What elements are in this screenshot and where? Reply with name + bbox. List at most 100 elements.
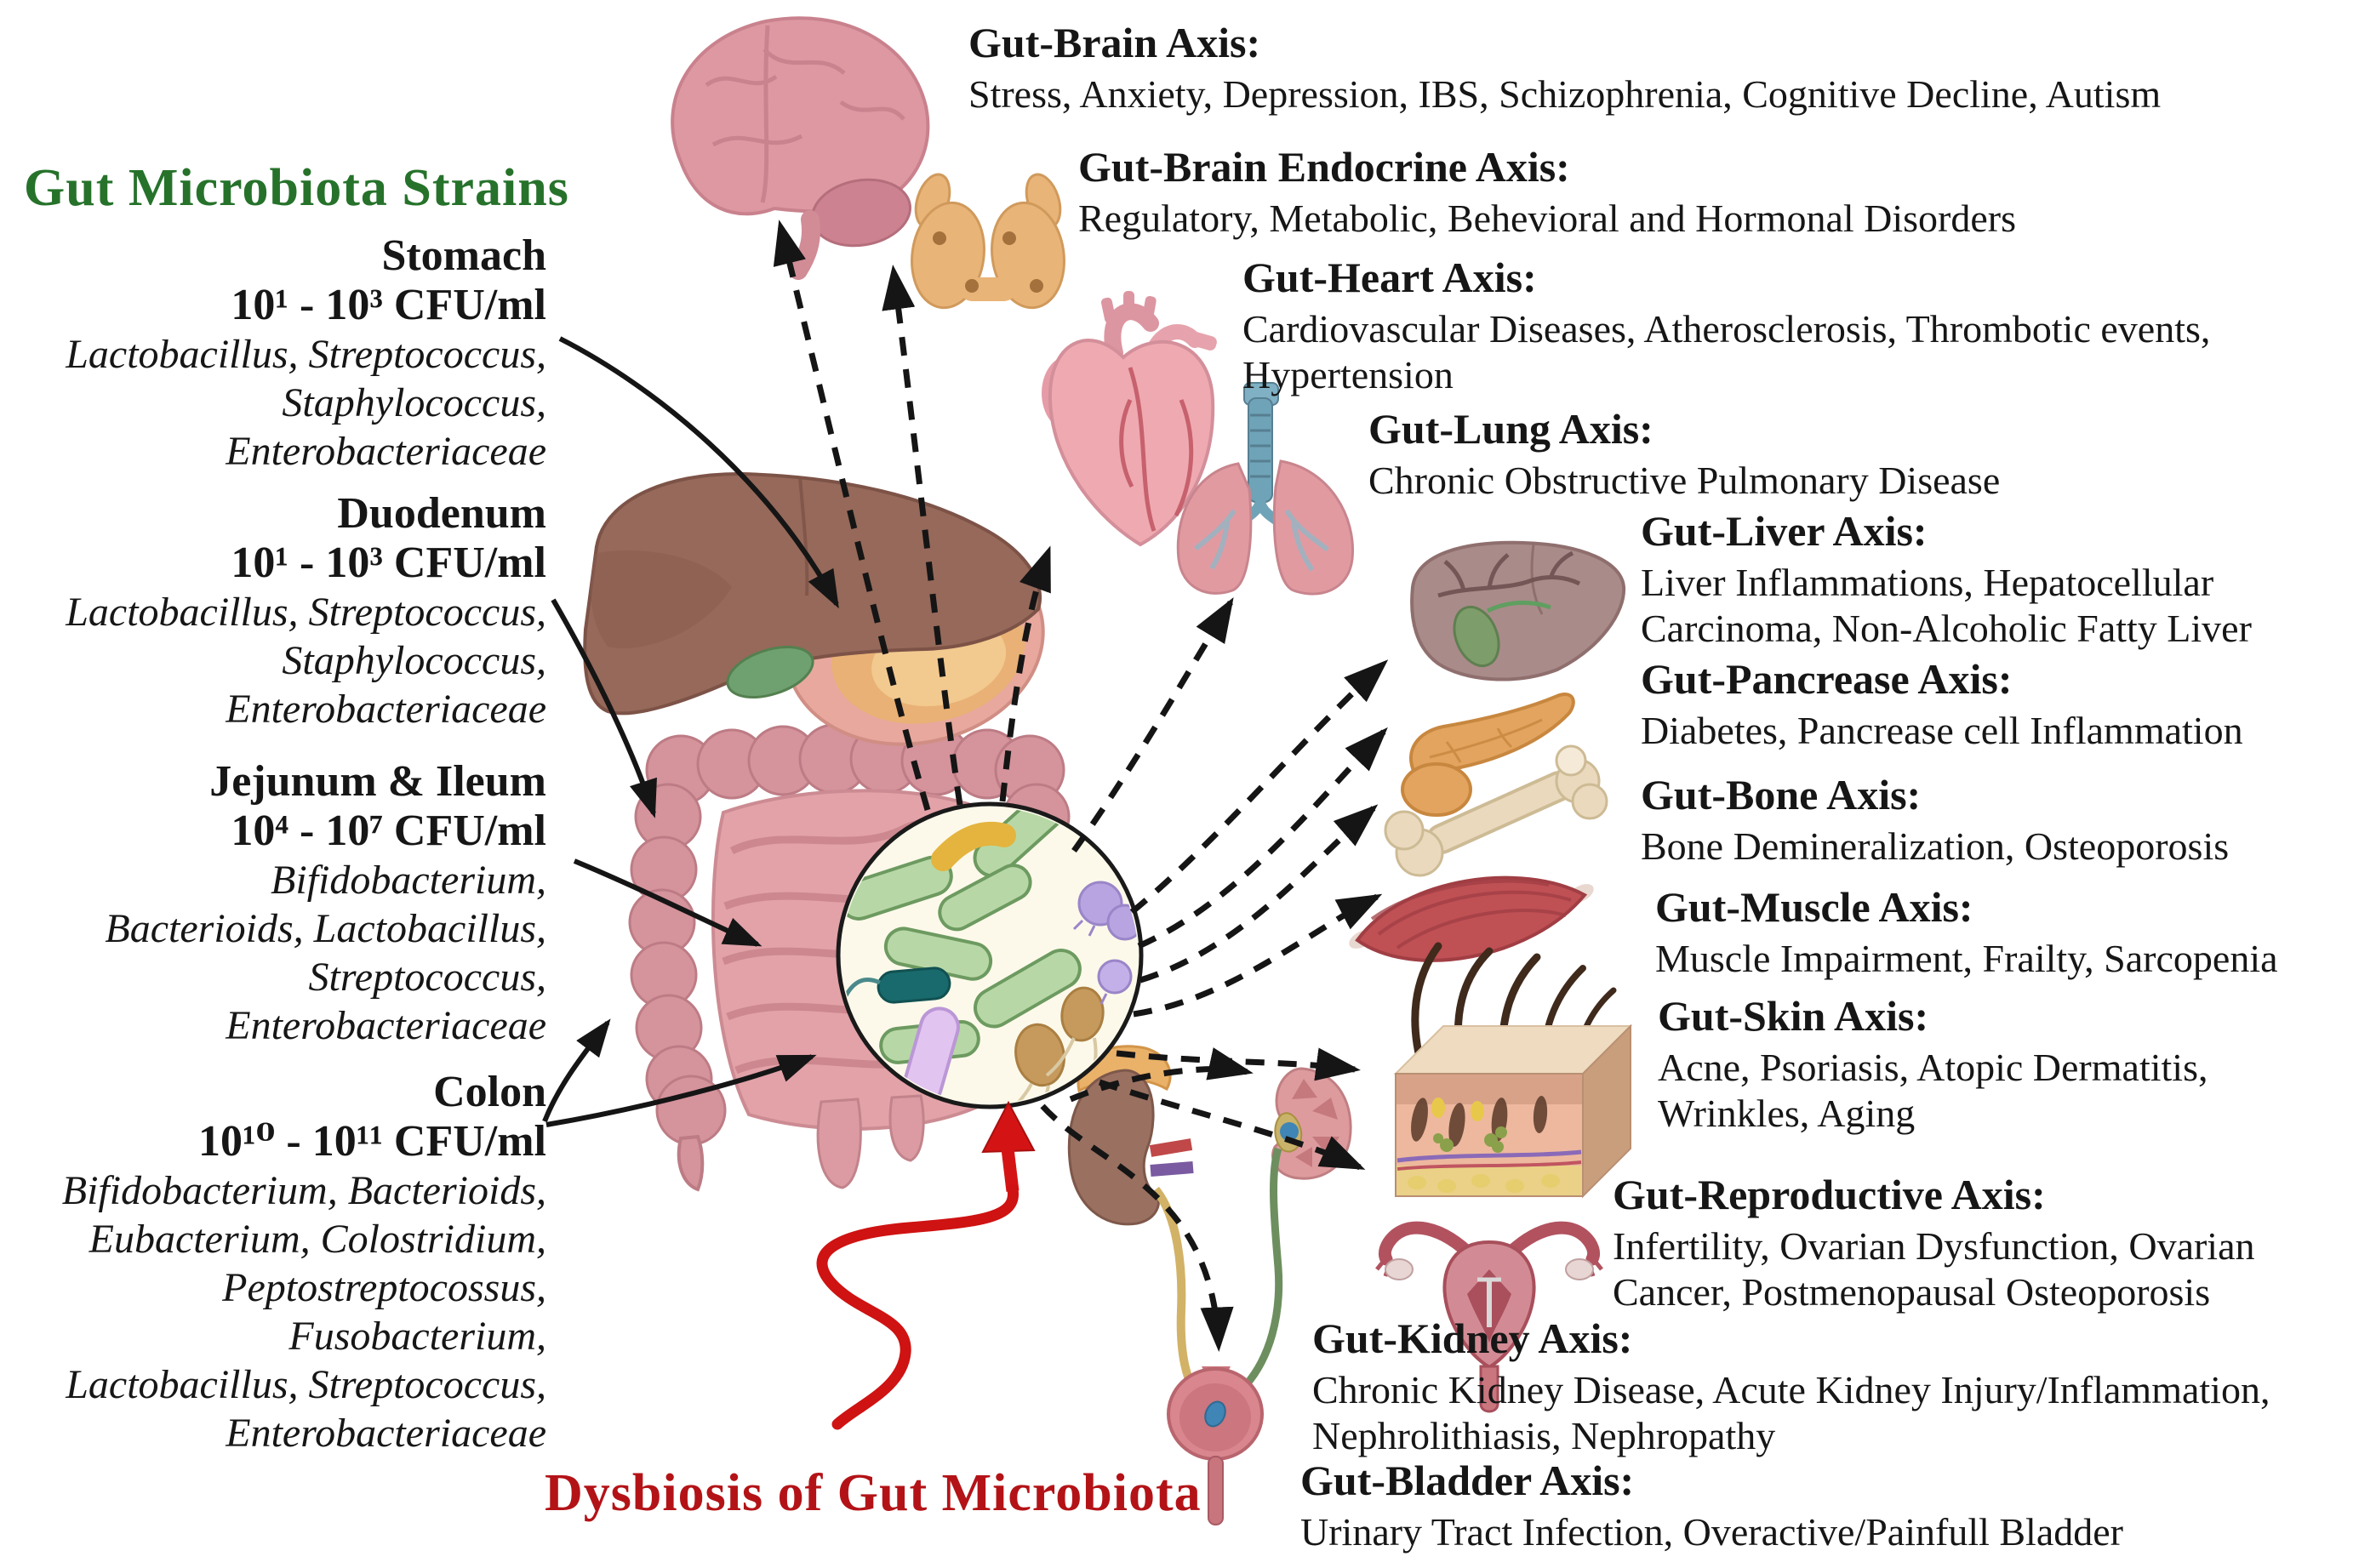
axis-desc-line: Liver Inflammations, Hepatocellular: [1641, 561, 2214, 604]
axis-title: Gut-Bone Axis:: [1641, 771, 1922, 818]
skin-icon: [1393, 942, 1633, 1199]
strain-name: Duodenum: [337, 489, 546, 538]
axis-desc-line: Stress, Anxiety, Depression, IBS, Schizo…: [968, 72, 2162, 116]
strain-block-stomach: Stomach 10¹ - 10³ CFU/ml Lactobacillus, …: [66, 231, 546, 476]
bacteria-icons: [842, 807, 1138, 1103]
strain-cfu: 10¹ - 10³ CFU/ml: [231, 281, 546, 329]
thyroid-icon: [911, 173, 1065, 310]
duodenum-pointer-arrow: [551, 598, 657, 818]
muscle-icon: [1349, 875, 1594, 962]
bladder-icon: [1167, 1366, 1264, 1525]
axis-title: Gut-Heart Axis:: [1242, 254, 1537, 301]
strain-species-line: Enterobacteriaceae: [226, 687, 546, 732]
strain-block-jejunum-ileum: Jejunum & Ileum 10⁴ - 10⁷ CFU/ml Bifidob…: [105, 757, 546, 1050]
strain-species-line: Lactobacillus, Streptococcus,: [66, 590, 546, 635]
strain-species-line: Staphylococcus,: [282, 638, 546, 683]
arrow-to-thyroid: [882, 265, 963, 806]
axis-desc-line: Nephrolithiasis, Nephropathy: [1312, 1414, 1776, 1457]
axis-desc-line: Wrinkles, Aging: [1658, 1092, 1916, 1135]
axis-desc-line: Urinary Tract Infection, Overactive/Pain…: [1300, 1510, 2123, 1554]
axis-title: Gut-Lung Axis:: [1368, 405, 1653, 453]
axis-title: Gut-Reproductive Axis:: [1613, 1171, 2046, 1218]
axis-title: Gut-Bladder Axis:: [1300, 1457, 1635, 1504]
red-dysbiosis-arrow: [816, 1100, 1036, 1430]
axis-desc-line: Bone Demineralization, Osteoporosis: [1641, 824, 2230, 868]
strain-name: Stomach: [381, 231, 546, 280]
liver-icon: [1410, 540, 1626, 681]
axis-block-gut-liver: Gut-Liver Axis: Liver Inflammations, Hep…: [1641, 507, 2252, 652]
bone-icon: [1384, 744, 1608, 877]
arrow-to-muscle: [1133, 893, 1383, 1018]
strain-name: Jejunum & Ileum: [209, 757, 546, 806]
heart-icon: [1042, 291, 1217, 547]
strain-species-line: Peptostreptocossus,: [222, 1265, 546, 1310]
brain-icon: [671, 16, 930, 280]
axis-desc-line: Chronic Obstructive Pulmonary Disease: [1368, 459, 2001, 502]
axis-desc-line: Hypertension: [1242, 353, 1454, 396]
strain-name: Colon: [433, 1068, 546, 1116]
dysbiosis-label: Dysbiosis of Gut Microbiota: [545, 1464, 1202, 1522]
gallbladder-icon: [726, 646, 814, 698]
axis-block-gut-bone: Gut-Bone Axis: Bone Demineralization, Os…: [1641, 771, 2229, 870]
strain-cfu: 10¹ - 10³ CFU/ml: [231, 539, 546, 587]
axis-block-gut-pancrease: Gut-Pancrease Axis: Diabetes, Pancrease …: [1641, 655, 2243, 754]
arrow-to-heart: [999, 545, 1052, 802]
strain-cfu: 10¹⁰ - 10¹¹ CFU/ml: [198, 1117, 546, 1166]
axis-block-gut-brain-endocrine: Gut-Brain Endocrine Axis: Regulatory, Me…: [1078, 143, 2016, 242]
arrow-to-kidney: [1069, 1047, 1254, 1103]
colon-pointer-arrow-1: [542, 1018, 611, 1123]
axis-desc-line: Cardiovascular Diseases, Atherosclerosis…: [1242, 307, 2211, 351]
dashed-axis-arrows: [773, 220, 1389, 1352]
strain-species-line: Enterobacteriaceae: [226, 1003, 546, 1048]
yellow-bacterium-icon: [931, 821, 1016, 871]
axis-block-gut-brain: Gut-Brain Axis: Stress, Anxiety, Depress…: [968, 19, 2161, 117]
arrow-to-liver: [1129, 659, 1389, 915]
gut-microbiota-magnifier-icon: [836, 801, 1144, 1109]
strain-species-line: Enterobacteriaceae: [226, 1411, 546, 1456]
jejunum-pointer-arrow: [573, 858, 762, 947]
axis-block-gut-bladder: Gut-Bladder Axis: Urinary Tract Infectio…: [1300, 1457, 2123, 1555]
arrow-to-lungs: [1071, 597, 1234, 853]
arrow-to-pancreas: [1137, 727, 1388, 949]
lavender-bacterium-icon: [902, 1006, 960, 1103]
axis-title: Gut-Skin Axis:: [1658, 992, 1929, 1040]
axis-desc-line: Muscle Impairment, Frailty, Sarcopenia: [1655, 937, 2278, 980]
axis-desc-line: Chronic Kidney Disease, Acute Kidney Inj…: [1312, 1368, 2270, 1411]
stomach-pointer-arrow: [558, 336, 839, 609]
strain-species-line: Fusobacterium,: [288, 1314, 546, 1359]
ureter-icon: [1242, 1147, 1283, 1388]
colon-pointer-arrow-2: [545, 1054, 817, 1127]
strain-species-line: Streptococcus,: [308, 955, 546, 1000]
axis-title: Gut-Pancrease Axis:: [1641, 655, 2013, 703]
gallbladder-icon: [1453, 605, 1500, 668]
arrow-to-skin: [1116, 1047, 1361, 1081]
axis-title: Gut-Brain Endocrine Axis:: [1078, 143, 1570, 191]
axis-desc-line: Carcinoma, Non-Alcoholic Fatty Liver: [1641, 607, 2252, 650]
lungs-icon: [1176, 382, 1355, 596]
pancreas-icon: [1401, 693, 1575, 817]
arrow-to-bladder: [1040, 1103, 1234, 1352]
strain-species-line: Bifidobacterium, Bacterioids,: [61, 1168, 546, 1213]
axis-desc-line: Cancer, Postmenopausal Osteoporosis: [1613, 1270, 2211, 1314]
axis-desc-line: Infertility, Ovarian Dysfunction, Ovaria…: [1613, 1224, 2255, 1268]
strain-species-line: Staphylococcus,: [282, 380, 546, 425]
strain-species-line: Lactobacillus, Streptococcus,: [66, 1362, 546, 1407]
strain-species-line: Eubacterium, Colostridium,: [89, 1217, 546, 1262]
strain-species-line: Bifidobacterium,: [271, 858, 546, 903]
page-title: Gut Microbiota Strains: [24, 159, 569, 217]
strain-block-duodenum: Duodenum 10¹ - 10³ CFU/ml Lactobacillus,…: [66, 489, 546, 733]
axis-block-gut-skin: Gut-Skin Axis: Acne, Psoriasis, Atopic D…: [1658, 992, 2208, 1137]
strain-species-line: Enterobacteriaceae: [226, 429, 546, 474]
axis-title: Gut-Liver Axis:: [1641, 507, 1928, 555]
label-pointer-arrows: [542, 336, 839, 1127]
axis-title: Gut-Brain Axis:: [968, 19, 1261, 66]
strain-species-line: Bacterioids, Lactobacillus,: [105, 906, 546, 951]
reproductive-system-icon: [1375, 1221, 1603, 1413]
strain-species-line: Lactobacillus, Streptococcus,: [66, 332, 546, 377]
axis-desc-line: Diabetes, Pancrease cell Inflammation: [1641, 709, 2243, 752]
axis-block-gut-kidney: Gut-Kidney Axis: Chronic Kidney Disease,…: [1312, 1314, 2270, 1459]
axis-title: Gut-Kidney Axis:: [1312, 1314, 1633, 1362]
arrow-to-reproductive: [1098, 1079, 1366, 1171]
